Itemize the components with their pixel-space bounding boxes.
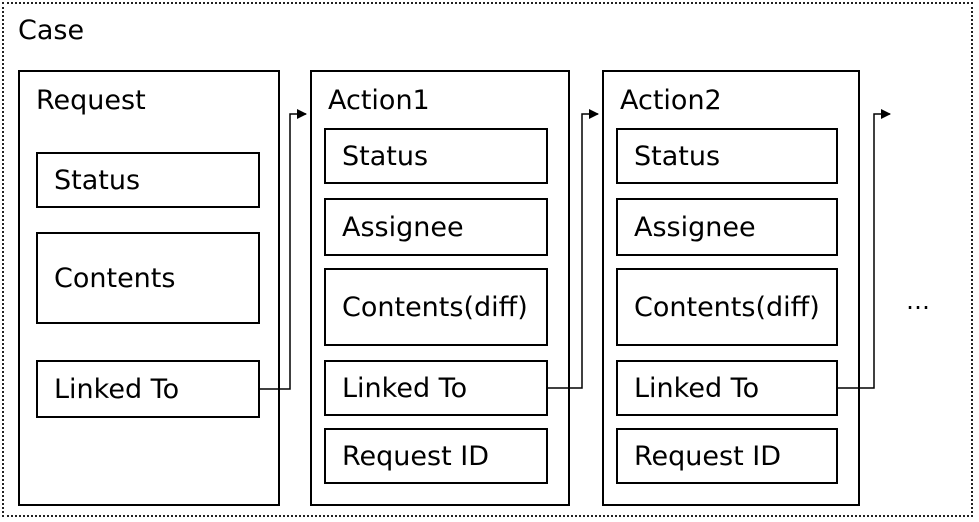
case-container (2, 2, 973, 517)
action1-linked-to-field: Linked To (324, 360, 548, 416)
action1-title: Action1 (328, 85, 430, 116)
request-contents-field: Contents (36, 232, 260, 324)
action2-status-field: Status (616, 128, 838, 184)
action1-assignee-field: Assignee (324, 198, 548, 256)
action1-status-field: Status (324, 128, 548, 184)
action2-title: Action2 (620, 85, 722, 116)
action2-request-id-field: Request ID (616, 428, 838, 484)
continuation-ellipsis: … (906, 287, 931, 315)
action2-assignee-field: Assignee (616, 198, 838, 256)
request-status-field: Status (36, 152, 260, 208)
action2-linked-to-field: Linked To (616, 360, 838, 416)
action1-contents-diff-field: Contents(diff) (324, 268, 548, 346)
request-title: Request (36, 85, 146, 116)
case-label: Case (18, 15, 85, 46)
request-linked-to-field: Linked To (36, 360, 260, 418)
action2-contents-diff-field: Contents(diff) (616, 268, 838, 346)
action1-request-id-field: Request ID (324, 428, 548, 484)
